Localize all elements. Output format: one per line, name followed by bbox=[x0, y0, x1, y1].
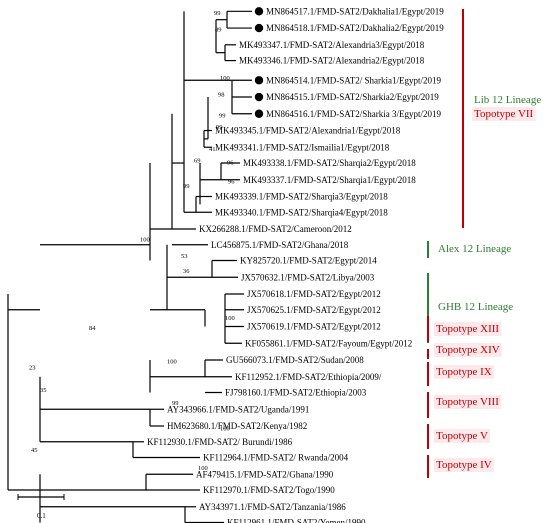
clade-label: Topotype IV bbox=[436, 459, 492, 471]
bootstrap-value: 99 bbox=[172, 400, 179, 407]
clade-label-background bbox=[472, 107, 536, 121]
leaf-label: MK493339.1/FMD-SAT2/Sharqia3/Egypt/2018 bbox=[215, 192, 388, 202]
clade-label: Topotype XIII bbox=[436, 323, 499, 335]
leaf-label: MN864514.1/FMD-SAT2/ Sharkia1/Egypt/2019 bbox=[266, 75, 442, 85]
leaf-label: MN864516.1/FMD-SAT2/Sharkia 3/Egypt/2019 bbox=[266, 109, 442, 119]
clade-label-background bbox=[434, 458, 494, 472]
bootstrap-value: 41 bbox=[209, 146, 216, 153]
clade-label-background bbox=[434, 365, 494, 379]
sample-marker-dot bbox=[254, 76, 264, 85]
leaf-label: KX266288.1/FMD-SAT2/Cameroon/2012 bbox=[199, 224, 352, 234]
bootstrap-value: 69 bbox=[194, 158, 201, 165]
leaf-label: KF055861.1/FMD-SAT2/Fayoum/Egypt/2012 bbox=[245, 338, 412, 348]
leaf-label: MK493346.1/FMD-SAT2/Alexandria2/Egypt/20… bbox=[239, 56, 425, 66]
leaf-label: GU566073.1/FMD-SAT2/Sudan/2008 bbox=[226, 355, 364, 365]
leaf-label: MK493337.1/FMD-SAT2/Sharqia1/Egypt/2018 bbox=[243, 175, 416, 185]
clade-label-background bbox=[434, 343, 502, 357]
leaf-label: AY343966.1/FMD-SAT2/Uganda/1991 bbox=[167, 404, 309, 414]
sample-marker-dot bbox=[254, 109, 264, 118]
clade-label-background bbox=[434, 395, 502, 409]
leaf-label: MK493345.1/FMD-SAT2/Alexandria1/Egypt/20… bbox=[215, 126, 401, 136]
bootstrap-value: 45 bbox=[31, 447, 38, 454]
bootstrap-value: 100 bbox=[225, 315, 235, 322]
leaf-label: FJ798160.1/FMD-SAT2/Ethiopia/2003 bbox=[225, 388, 367, 398]
bootstrap-value: 23 bbox=[29, 364, 36, 371]
clade-label: Topotype XIV bbox=[436, 344, 500, 356]
leaf-label: MN864518.1/FMD-SAT2/Dakhalia2/Egypt/2019 bbox=[266, 23, 444, 33]
bootstrap-value: 96 bbox=[227, 160, 234, 167]
bootstrap-value: 100 bbox=[140, 236, 150, 243]
bootstrap-value: 96 bbox=[228, 178, 235, 185]
bootstrap-value: 36 bbox=[183, 268, 190, 275]
clade-label: Topotype VIII bbox=[436, 396, 499, 408]
leaf-label: MK493338.1/FMD-SAT2/Sharqia2/Egypt/2018 bbox=[243, 158, 416, 168]
leaf-label: MN864515.1/FMD-SAT2/Sharkia2/Egypt/2019 bbox=[266, 92, 439, 102]
bootstrap-value: 99 bbox=[214, 10, 221, 17]
bootstrap-value: 100 bbox=[220, 75, 230, 82]
leaf-label: JX570618.1/FMD-SAT2/Egypt/2012 bbox=[247, 289, 381, 299]
sample-marker-dot bbox=[254, 7, 264, 16]
clade-label: GHB 12 Lineage bbox=[438, 301, 513, 313]
clade-label: Topotype V bbox=[436, 430, 488, 442]
leaf-label: MK493340.1/FMD-SAT2/Sharqia4/Egypt/2018 bbox=[215, 207, 388, 217]
leaf-label: KY825720.1/FMD-SAT2/Egypt/2014 bbox=[240, 256, 377, 266]
leaf-label: JX570619.1/FMD-SAT2/Egypt/2012 bbox=[247, 322, 381, 332]
clade-label: Lib 12 Lineage bbox=[474, 94, 541, 106]
bootstrap-value: 98 bbox=[218, 92, 225, 99]
leaf-label: KF112964.1/FMD-SAT2/ Rwanda/2004 bbox=[203, 453, 349, 463]
bootstrap-value: 99 bbox=[219, 112, 226, 119]
clade-label-background bbox=[434, 322, 502, 336]
clade-label: Topotype IX bbox=[436, 366, 492, 378]
bootstrap-value: 84 bbox=[89, 325, 96, 332]
bootstrap-value: 100 bbox=[220, 425, 230, 432]
bootstrap-value: 89 bbox=[215, 27, 222, 34]
sample-marker-dot bbox=[254, 23, 264, 33]
bootstrap-value: 99 bbox=[183, 183, 190, 190]
sample-marker-dot bbox=[254, 92, 264, 102]
bootstrap-value: 100 bbox=[167, 359, 177, 366]
leaf-label: JX570625.1/FMD-SAT2/Egypt/2012 bbox=[247, 305, 381, 315]
clade-label: Alex 12 Lineage bbox=[438, 243, 511, 255]
leaf-label: MN864517.1/FMD-SAT2/Dakhalia1/Egypt/2019 bbox=[266, 6, 444, 16]
clade-label: Topotype VII bbox=[474, 108, 534, 120]
leaf-label: HM623680.1/FMD-SAT2/Kenya/1982 bbox=[167, 421, 307, 431]
bootstrap-value: 99 bbox=[216, 124, 223, 131]
bootstrap-value: 53 bbox=[181, 253, 188, 260]
bootstrap-value: 100 bbox=[198, 465, 208, 472]
leaf-label: KF112970.1/FMD-SAT2/Togo/1990 bbox=[203, 485, 335, 495]
leaf-label: JX570632.1/FMD-SAT2/Libya/2003 bbox=[241, 272, 375, 282]
leaf-label: KF112930.1/FMD-SAT2/ Burundi/1986 bbox=[147, 437, 293, 447]
leaf-label: AY343971.1/FMD-SAT2/Tanzania/1986 bbox=[199, 502, 346, 512]
leaf-label: KF112952.1/FMD-SAT2/Ethiopia/2009/ bbox=[235, 372, 382, 382]
clade-label-background bbox=[434, 429, 490, 443]
scale-bar-label: 0.1 bbox=[37, 512, 46, 520]
leaf-label: AF479415.1/FMD-SAT2/Ghana/1990 bbox=[196, 469, 334, 479]
bootstrap-value: 35 bbox=[40, 387, 47, 394]
leaf-label: LC456875.1/FMD-SAT2/Ghana/2018 bbox=[211, 240, 349, 250]
leaf-label: MK493341.1/FMD-SAT2/Ismailia1/Egypt/2018 bbox=[215, 142, 390, 152]
leaf-label: MK493347.1/FMD-SAT2/Alexandria3/Egypt/20… bbox=[239, 40, 425, 50]
leaf-label: KF112961.1/FMD-SAT2/Yemen/1990 bbox=[227, 518, 366, 523]
